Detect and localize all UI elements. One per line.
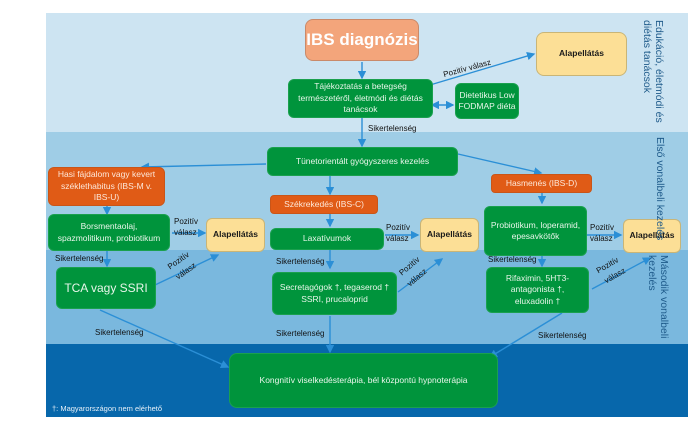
node-peppermint: Borsmentaolaj, spazmolitikum, probiotiku…: [48, 214, 170, 251]
side-label-education: Edukáció, életmódi és diétás tanácsok: [641, 20, 666, 123]
node-ibs-d: Hasmenés (IBS-D): [491, 174, 592, 193]
node-ibs-c: Székrekedés (IBS-C): [270, 195, 378, 214]
node-primary-care-3-text: Alapellátás: [629, 230, 675, 241]
node-rifaximin-text: Rifaximin, 5HT3-antagonista †, eluxadoli…: [505, 272, 570, 306]
label-failure-rifaximin: Sikertelenség: [538, 331, 587, 340]
label-positive-2a: Pozitív: [386, 223, 411, 232]
footnote: †: Magyarországon nem elérhető: [52, 404, 163, 413]
node-ibs-d-text: Hasmenés (IBS-D): [505, 177, 578, 188]
node-education-text: Tájékoztatás a betegség természetéről, é…: [298, 81, 423, 115]
node-symptom-treatment: Tünetorientált gyógyszeres kezelés: [267, 147, 458, 176]
label-positive-1a: Pozitív: [174, 217, 199, 226]
node-ibs-diagnosis: IBS diagnózis: [305, 19, 419, 61]
node-tca-ssri: TCA vagy SSRI: [56, 267, 156, 309]
arrow-rifaximin-primary3: [591, 257, 652, 290]
node-cbt-text: Kongnitív viselkedésterápia, bél központ…: [259, 374, 468, 385]
label-failure-laxatives: Sikertelenség: [276, 257, 325, 266]
arrow-symptom-ibsd: [457, 153, 543, 176]
label-failure-tca: Sikertelenség: [95, 328, 144, 337]
node-laxatives: Laxatívumok: [270, 228, 384, 250]
node-laxatives-text: Laxatívumok: [302, 233, 352, 244]
node-primary-care-2-text: Alapellátás: [427, 229, 472, 240]
arrow-education-primary: [429, 51, 536, 86]
arrow-secretagogues-primary2: [397, 258, 444, 293]
node-peppermint-text: Borsmentaolaj, spazmolitikum, probiotiku…: [57, 221, 161, 243]
node-primary-care-top: Alapellátás: [536, 32, 627, 76]
node-secretagogues: Secretagógok †, tegaserod † SSRI, prucal…: [272, 272, 397, 315]
node-ibs-diagnosis-text: IBS diagnózis: [306, 29, 418, 49]
arrow-tca-primary1: [154, 254, 220, 286]
node-symptom-treatment-text: Tünetorientált gyógyszeres kezelés: [295, 155, 430, 166]
node-dietitian-text: Dietetikus Low FODMAP diéta: [458, 89, 516, 111]
node-primary-care-1-text: Alapellátás: [213, 229, 258, 240]
node-rifaximin: Rifaximin, 5HT3-antagonista †, eluxadoli…: [486, 267, 589, 313]
node-cbt: Kongnitív viselkedésterápia, bél központ…: [229, 353, 498, 408]
arrow-symptom-ibsmu: [140, 162, 267, 172]
label-positive-3a: Pozitív: [590, 223, 615, 232]
node-primary-care-2: Alapellátás: [420, 218, 479, 252]
arrow-tca-cbt: [99, 309, 230, 368]
node-probiotics-d: Probiotikum, loperamid, epesavkötők: [484, 206, 587, 256]
node-tca-ssri-text: TCA vagy SSRI: [64, 280, 148, 295]
label-failure-secretagogues: Sikertelenség: [276, 329, 325, 338]
node-ibs-m-u-text: Hasi fájdalom vagy kevert széklethabitus…: [57, 169, 156, 203]
arrow-rifaximin-cbt: [488, 312, 563, 358]
node-education: Tájékoztatás a betegség természetéről, é…: [288, 79, 433, 118]
node-ibs-m-u: Hasi fájdalom vagy kevert széklethabitus…: [48, 167, 165, 206]
node-primary-care-top-text: Alapellátás: [559, 48, 604, 59]
side-label-first-line: Első vonalbeli kezelés: [654, 137, 667, 241]
node-secretagogues-text: Secretagógok †, tegaserod † SSRI, prucal…: [279, 282, 390, 304]
label-failure-education: Sikertelenség: [368, 124, 417, 133]
label-response-3a: válasz: [590, 234, 613, 243]
label-response-1a: válasz: [174, 228, 197, 237]
node-probiotics-d-text: Probiotikum, loperamid, epesavkötők: [490, 219, 581, 241]
node-ibs-c-text: Székrekedés (IBS-C): [284, 198, 364, 209]
side-label-second-line: Második vonalbeli kezelés: [646, 255, 671, 339]
label-failure-peppermint: Sikertelenség: [55, 254, 104, 263]
label-failure-probiotics: Sikertelenség: [488, 255, 537, 264]
node-primary-care-3: Alapellátás: [623, 219, 681, 253]
node-dietitian: Dietetikus Low FODMAP diéta: [455, 83, 519, 119]
label-response-2a: válasz: [386, 234, 409, 243]
node-primary-care-1: Alapellátás: [206, 218, 265, 252]
